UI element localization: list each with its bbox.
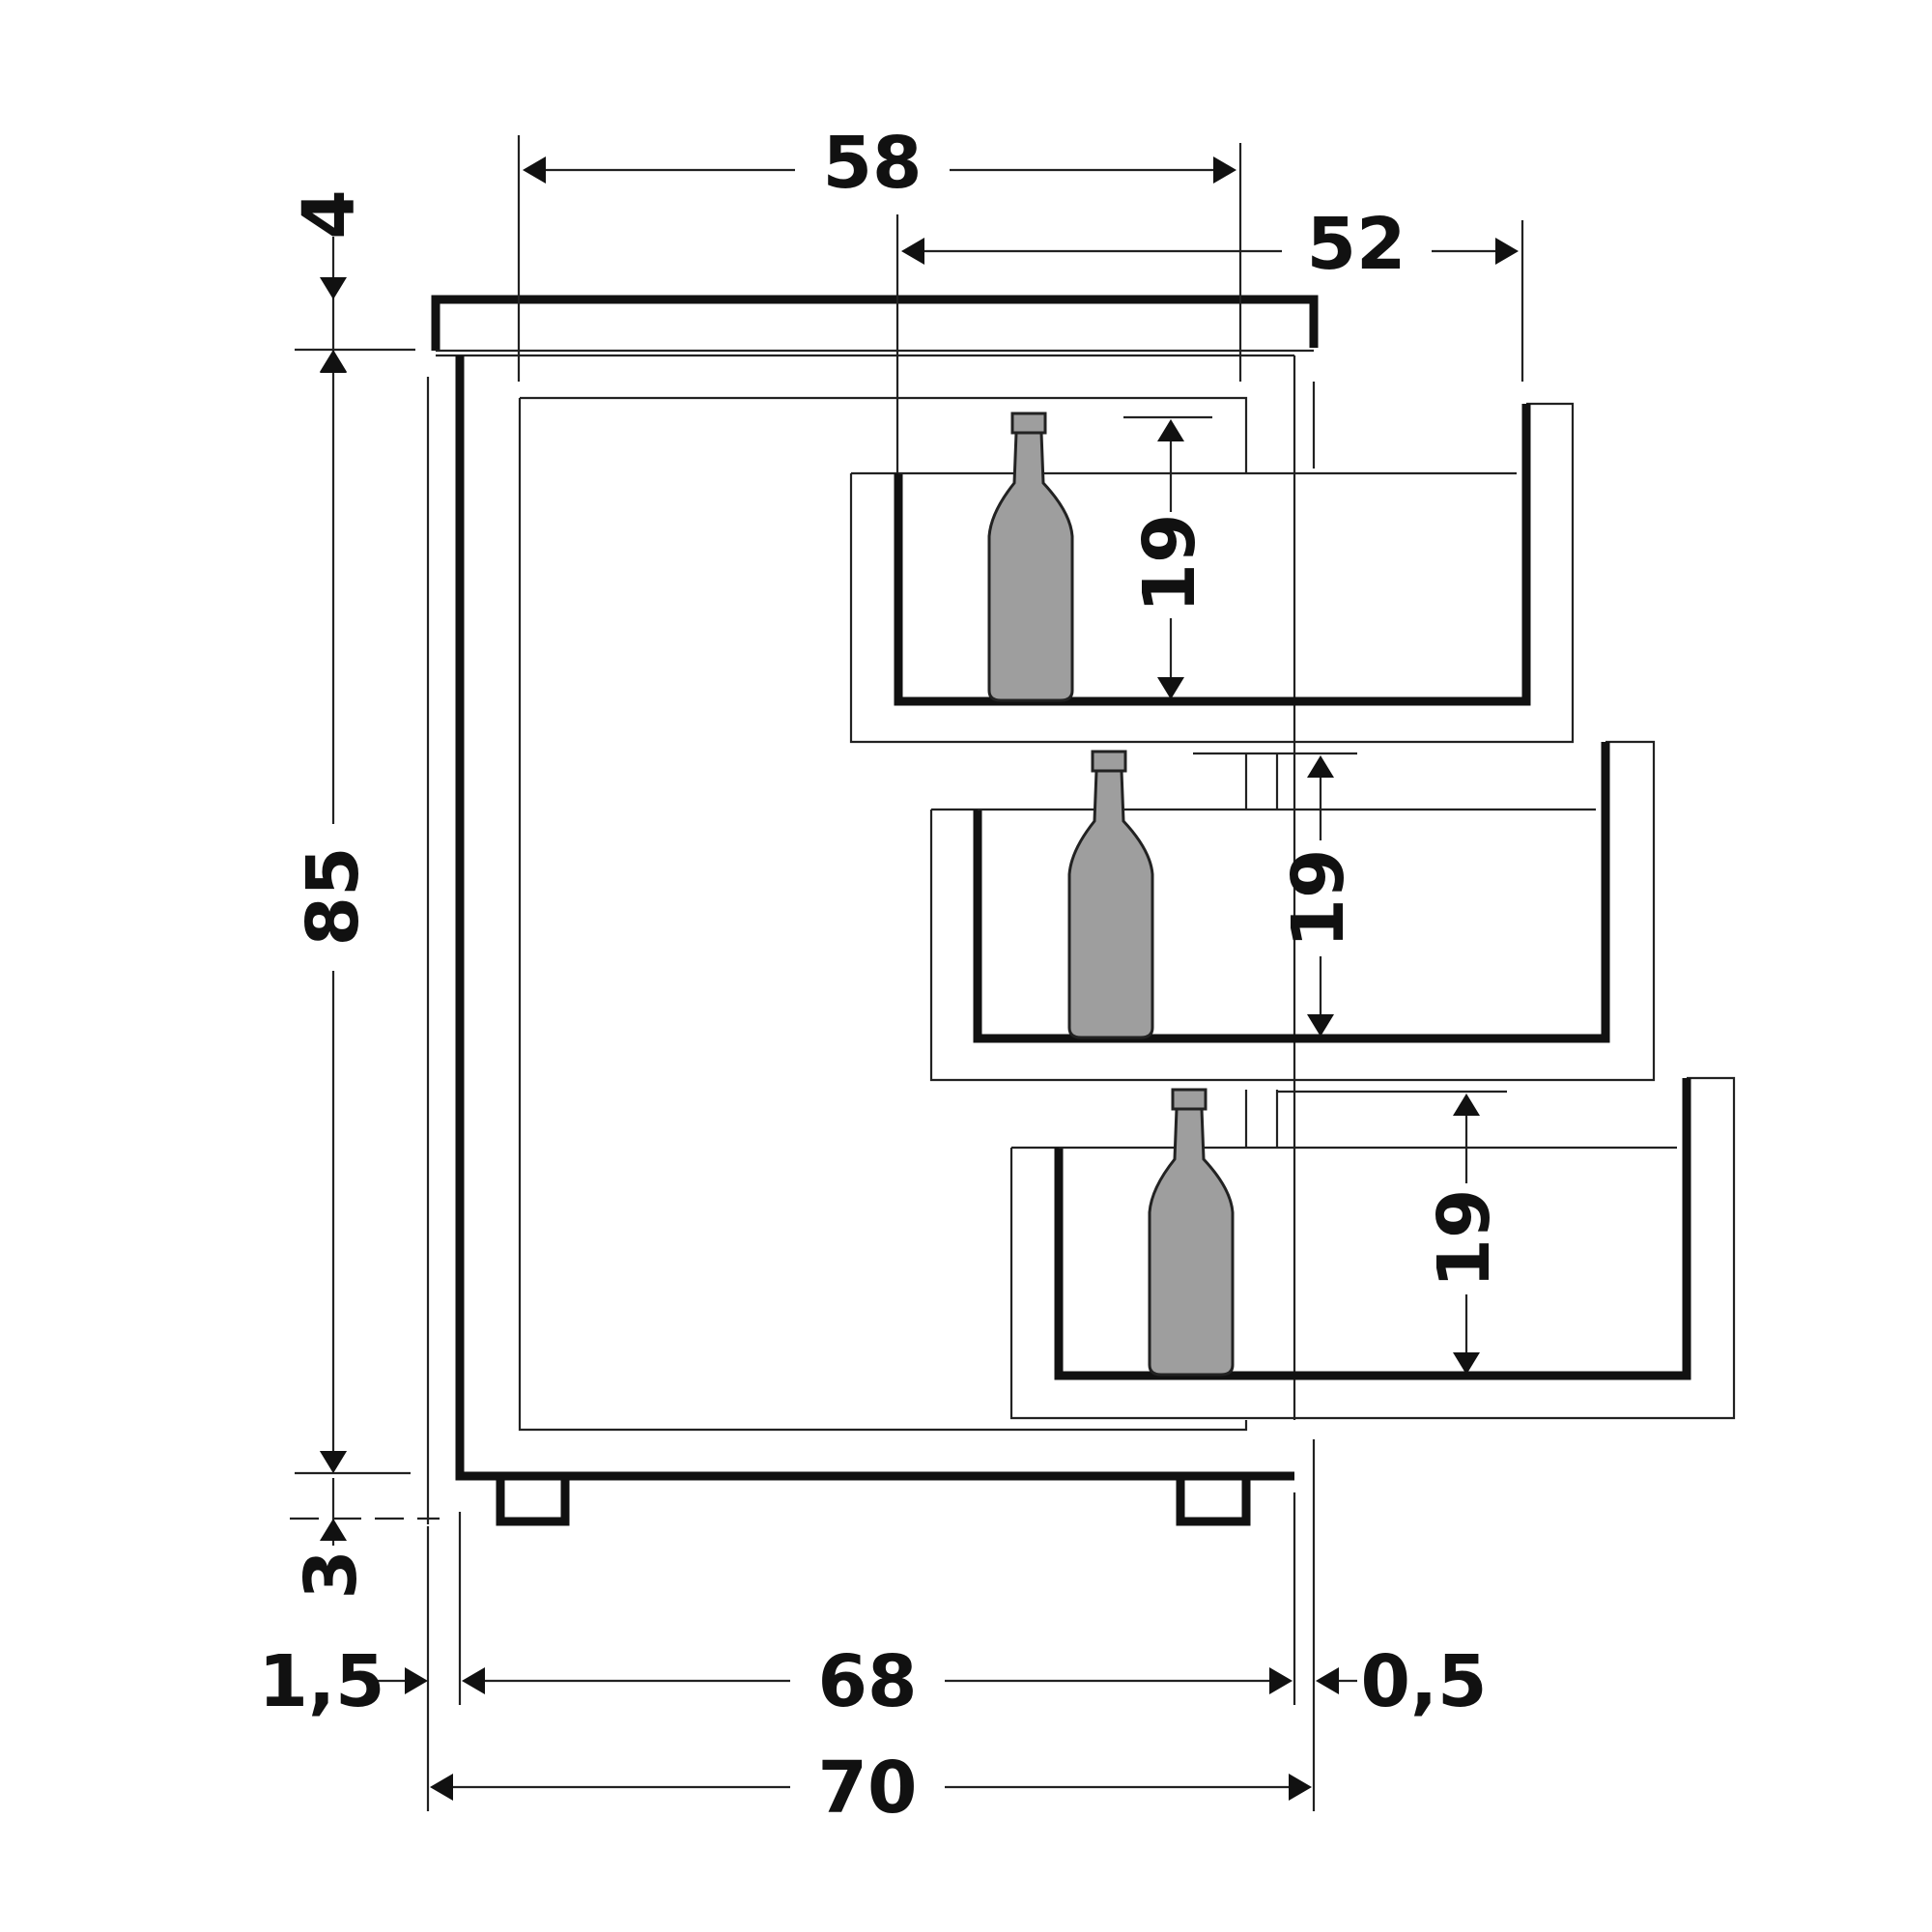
dimension-4: 4	[288, 189, 415, 372]
dimension-drawer-2-height: 19	[1193, 752, 1360, 1037]
dimension-3-label: 3	[290, 1549, 373, 1600]
dimension-1-5-label: 1,5	[258, 1640, 384, 1723]
dimension-70-label: 70	[818, 1747, 918, 1830]
dimension-85-label: 85	[292, 847, 375, 947]
foot-front	[1176, 1476, 1251, 1526]
drawer-1	[849, 402, 1575, 744]
bottle-1	[987, 412, 1074, 702]
drawer-3-front-panel	[1009, 1076, 1736, 1420]
foot-back	[496, 1476, 570, 1526]
drawer-2	[929, 740, 1656, 1082]
carcass-outline	[455, 355, 1294, 1481]
dimension-58-label: 58	[823, 122, 923, 205]
dimension-3: 3	[290, 1451, 373, 1600]
carcass-inner	[518, 396, 1248, 1432]
cabinet	[290, 295, 1319, 1531]
dimension-52-label: 52	[1307, 203, 1406, 286]
drawer-3	[1009, 1076, 1736, 1420]
dimension-4-label: 4	[288, 189, 371, 240]
dimension-70: 70	[430, 1747, 1312, 1830]
dimension-68-label: 68	[818, 1640, 918, 1723]
drawer-1-box	[894, 404, 1531, 706]
drawer-1-height-label: 19	[1128, 514, 1211, 613]
bottle-2	[1067, 750, 1154, 1039]
drawer-2-height-label: 19	[1277, 849, 1360, 949]
dimension-85: 85	[292, 351, 411, 1475]
dimension-chain-bottom: 1,5 68 0,5	[258, 1492, 1488, 1811]
dimension-drawer-3-height: 19	[1277, 1090, 1507, 1375]
dimension-0-5-label: 0,5	[1360, 1640, 1487, 1723]
dimension-drawer-1-height: 19	[1123, 415, 1212, 699]
worktop	[431, 295, 1319, 351]
dimension-52: 52	[895, 203, 1524, 473]
bottle-3	[1148, 1088, 1235, 1377]
dimension-58: 58	[517, 122, 1242, 382]
drawer-2-front-panel	[929, 740, 1656, 1082]
drawer-3-height-label: 19	[1423, 1189, 1506, 1289]
drawer-2-box	[973, 742, 1610, 1043]
drawer-1-front-panel	[849, 402, 1575, 744]
drawer-3-box	[1054, 1078, 1691, 1380]
